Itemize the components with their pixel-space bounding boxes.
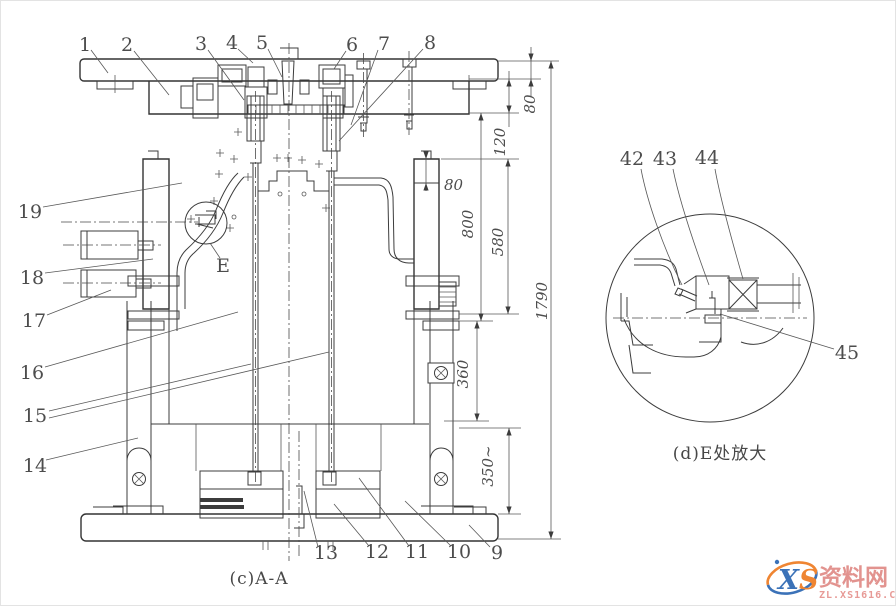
part-label-15: 15 (23, 405, 47, 427)
detail-view-e: 42 43 44 45 (d)E处放大 (605, 147, 859, 464)
part-label-8: 8 (424, 32, 436, 54)
main-section-view: 1 2 3 4 5 6 7 8 9 10 11 12 13 14 15 16 1… (18, 32, 561, 589)
frame-plates (127, 150, 460, 331)
watermark: XS 资料网 ZL.XS1616.COM (766, 559, 896, 601)
logo-letter-s: S (799, 565, 819, 596)
logo-letter-x: X (776, 565, 800, 596)
logo-dot (774, 559, 780, 565)
gating-mechanism (180, 60, 354, 119)
part-label-19: 19 (18, 201, 42, 223)
detail-leaders (640, 168, 835, 350)
detail-part-labels: 42 43 44 45 (620, 147, 859, 364)
detail-circle (605, 213, 815, 423)
part-label-3: 3 (195, 33, 207, 55)
main-view-caption: (c)A-A (229, 569, 288, 589)
dim-800: 800 (459, 209, 477, 238)
dim-80-top: 80 (521, 94, 539, 114)
part-label-10: 10 (447, 541, 471, 563)
watermark-logo-text: XS (776, 565, 818, 596)
detail-e-label: E (216, 255, 230, 277)
dim-1790: 1790 (533, 281, 551, 320)
part-label-44: 44 (695, 147, 719, 169)
dim-360: 360 (454, 359, 472, 388)
leader-lines (42, 48, 491, 548)
cavity-profile (176, 128, 414, 331)
centerlines (288, 43, 300, 561)
part-labels: 1 2 3 4 5 6 7 8 9 10 11 12 13 14 15 16 1… (18, 32, 503, 564)
part-label-6: 6 (346, 34, 358, 56)
detail-e-marker-circle (184, 201, 228, 259)
part-label-43: 43 (653, 148, 677, 170)
part-label-14: 14 (23, 455, 47, 477)
support-columns (113, 301, 474, 514)
part-label-13: 13 (314, 542, 338, 564)
part-label-2: 2 (121, 34, 133, 56)
detail-geometry (620, 258, 801, 374)
side-core-cylinders (61, 221, 198, 298)
watermark-site-url: ZL.XS1616.COM (819, 590, 896, 601)
part-label-16: 16 (20, 362, 44, 384)
part-label-42: 42 (620, 148, 644, 170)
part-label-18: 18 (20, 267, 44, 289)
runner-plate (148, 81, 470, 115)
dim-80-step: 80 (444, 176, 464, 194)
hanging-bolts (356, 51, 417, 137)
watermark-logo-oval (766, 561, 818, 595)
part-label-11: 11 (405, 541, 429, 563)
guide-sleeves-rods (246, 91, 341, 486)
watermark-site-name: 资料网 (819, 565, 888, 591)
dimensions: 80 120 800 580 360 350~ 1790 80 (423, 47, 561, 540)
part-label-17: 17 (22, 310, 46, 332)
part-label-4: 4 (226, 32, 238, 54)
dim-580: 580 (489, 227, 507, 256)
part-label-1: 1 (79, 34, 91, 56)
dim-350: 350~ (479, 445, 497, 486)
part-label-9: 9 (491, 542, 503, 564)
ejector-housing (80, 309, 499, 550)
detail-view-caption: (d)E处放大 (673, 444, 768, 464)
part-label-45: 45 (835, 342, 859, 364)
dim-120: 120 (491, 127, 509, 156)
part-label-12: 12 (365, 541, 389, 563)
part-label-5: 5 (256, 32, 268, 54)
part-label-7: 7 (378, 33, 390, 55)
